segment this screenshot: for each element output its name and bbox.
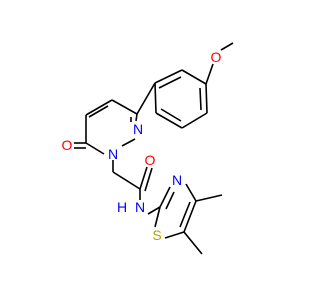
ketone-oxygen-label: O (62, 137, 73, 153)
bond-c4-c5-double (88, 105, 109, 118)
atom-labels: O N N O O N H N S (62, 49, 222, 243)
bond-n1-n2 (121, 138, 136, 147)
ring-nitrogen-1-label: N (108, 146, 118, 162)
bond-aryl-1-inner (158, 76, 182, 89)
ketone-group (74, 142, 86, 149)
bond-aryl-methoxy-o (205, 63, 214, 85)
bond-c5-methyl (183, 231, 203, 255)
bond-methoxy-o-methyl (220, 42, 234, 51)
bond-aryl-1 (154, 69, 183, 84)
bond-aryl-5-inner (160, 108, 182, 122)
methoxy-oxygen-label: O (211, 49, 222, 65)
bond-n3-c4 (185, 183, 197, 202)
bond-c5-s1 (164, 231, 185, 239)
bond-carbonyl-o-2 (144, 167, 153, 192)
bond-aryl-6 (154, 82, 157, 114)
amide-oxygen-label: O (145, 152, 156, 168)
acetamide-linker (112, 160, 161, 215)
amide-hydrogen-label: H (117, 199, 127, 215)
bond-c6-aryl (136, 82, 156, 115)
bond-aryl-3-inner (199, 87, 202, 111)
bond-aryl-3 (205, 83, 208, 114)
bond-c4-c5 (183, 200, 197, 233)
bond-ch2-carbonyl (112, 171, 141, 190)
methoxyphenyl-ring (136, 69, 208, 129)
pyridazinone-ring (85, 99, 138, 155)
molecule-structure-diagram: O N N O O N H N S (62, 42, 234, 255)
bond-c2-n3 (159, 186, 171, 208)
bond-aryl-4 (181, 112, 208, 129)
bond-n2-c6 (135, 113, 138, 122)
bond-c2-n3-double (165, 191, 175, 210)
bond-c6-c5 (111, 99, 138, 115)
bond-c4-c5-double (179, 201, 191, 228)
bond-carbonyl-o-1 (139, 166, 148, 190)
bond-aryl-2 (181, 69, 207, 85)
dimethylthiazole-ring (154, 183, 223, 255)
bond-aryl-5 (155, 112, 183, 129)
thiazole-nitrogen-label: N (172, 172, 182, 188)
methoxy-group (205, 42, 234, 85)
thiazole-sulfur-label: S (152, 227, 161, 243)
bond-c4-methyl (195, 194, 223, 202)
bond-c3-n1 (85, 142, 105, 155)
ring-nitrogen-2-label: N (133, 121, 143, 137)
amide-nitrogen-label: N (135, 199, 145, 215)
bond-c5-c4 (85, 99, 113, 116)
bond-s1-c2 (154, 206, 161, 228)
bond-nh-thiazole (147, 206, 161, 215)
